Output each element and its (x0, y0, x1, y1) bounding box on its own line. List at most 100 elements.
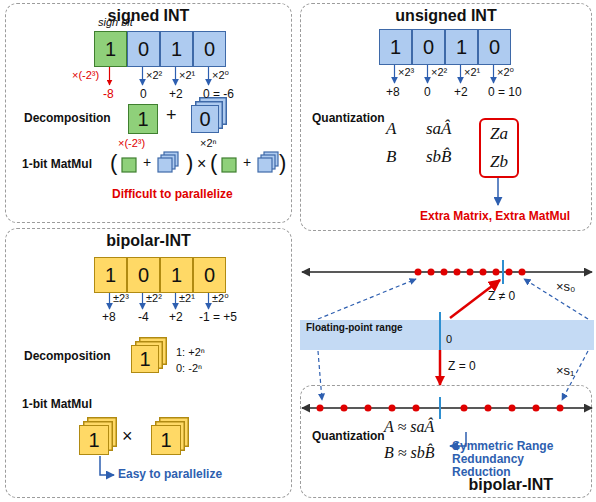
layout-shape (480, 269, 487, 276)
step-label: 1-bit MatMul (22, 398, 92, 411)
weight-label: ±2³ (113, 292, 129, 304)
weight-label: ×2² (431, 66, 447, 78)
value-label: -1 = +5 (199, 311, 237, 324)
weight-label: ×2² (146, 69, 162, 81)
layout-shape (208, 67, 209, 85)
bipolar-bit-cell: 0 (193, 257, 226, 293)
bit-cell: 0 (127, 31, 160, 67)
number-line-bottom (302, 397, 592, 419)
value-label: +8 (386, 86, 400, 99)
node-text: 1 (171, 264, 182, 287)
bit-cell: 0 (478, 29, 511, 65)
stacked-bit: 1 (131, 345, 159, 373)
node-text: 1 (171, 38, 182, 61)
layout-shape (317, 405, 324, 412)
edge-label: Z = 0 (448, 360, 476, 373)
formula: sbB̂ (426, 148, 452, 167)
layout-shape (318, 351, 322, 400)
value-label: 0 = 10 (488, 86, 522, 99)
stacked-bit: 0 (191, 105, 219, 133)
node-text: 0 (199, 108, 210, 131)
zero-point-box: ZaZb (479, 118, 519, 178)
node-text: 0 (489, 36, 500, 59)
node-text: 1 (456, 36, 467, 59)
node-text: 0 (138, 38, 149, 61)
operator: × (197, 155, 206, 173)
operator: + (143, 155, 151, 170)
weight-label: ×2⁰ (212, 69, 229, 81)
layout-shape (142, 293, 143, 309)
layout-shape (509, 405, 516, 412)
layout-shape (109, 293, 110, 309)
layout-shape (493, 65, 494, 83)
layout-shape (161, 155, 175, 169)
weight-label: ×2³ (398, 66, 414, 78)
operator: + (243, 155, 251, 170)
step-label: Decomposition (24, 350, 111, 363)
stacked-bit: 1 (79, 425, 109, 455)
layout-shape (502, 260, 504, 284)
stacked-bit: 1 (151, 425, 181, 455)
weight-label: ×(-2³) (118, 137, 145, 149)
note: Difficult to parallelize (112, 188, 233, 201)
step-label: Quantization (312, 430, 385, 443)
layout-shape (261, 155, 275, 169)
formula: A (386, 120, 396, 139)
node-text: 1 (139, 348, 150, 371)
layout-shape (428, 269, 435, 276)
pointer-arrow (100, 456, 114, 475)
node-text: 1 (88, 429, 99, 452)
annotation: sign bit (98, 16, 133, 28)
layout-shape (557, 405, 564, 412)
value-label: +2 (169, 88, 183, 101)
node-text: 0 (423, 36, 434, 59)
rule-label: 0: -2ⁿ (176, 362, 202, 374)
pointer-arrow (497, 177, 499, 205)
bit-cell: 1 (160, 31, 193, 67)
node-text: Floating-point range (306, 322, 403, 333)
panel-heading: unsigned INT (301, 7, 591, 25)
node-text: 0 (138, 264, 149, 287)
bipolar-bit-cell: 1 (94, 257, 127, 293)
weight-label: ×(-2³) (72, 69, 99, 81)
bracket: ( (110, 151, 117, 175)
layout-shape (158, 158, 172, 172)
layout-shape (142, 67, 143, 85)
formula: A ≈ saÂ (384, 418, 434, 436)
note: Symmetric Range Redundancy Reduction (452, 440, 582, 480)
note: Easy to parallelize (118, 468, 222, 481)
layout-shape (341, 405, 348, 412)
formula: B ≈ sbB̂ (384, 444, 435, 462)
node-text: 0 (204, 264, 215, 287)
layout-shape (302, 271, 592, 273)
layout-shape (175, 67, 176, 85)
node-text: Za (490, 124, 508, 144)
weight-label: ±2² (146, 292, 162, 304)
step-label: 1-bit MatMul (22, 158, 92, 171)
layout-shape (506, 269, 513, 276)
value-label: -4 (138, 311, 149, 324)
layout-shape (461, 405, 468, 412)
sign-bit-cell: 1 (94, 31, 127, 67)
note: Extra Matrix, Extra MatMul (420, 210, 570, 223)
layout-shape (394, 65, 395, 83)
node-text: 1 (105, 38, 116, 61)
layout-shape (533, 405, 540, 412)
bracket: ( (210, 151, 217, 175)
value-label: 0 (140, 88, 147, 101)
step-label: Decomposition (24, 112, 111, 125)
operator: + (166, 106, 177, 126)
layout-shape (365, 405, 372, 412)
bipolar-bit-cell: 0 (127, 257, 160, 293)
layout-shape (264, 152, 278, 166)
offset-label: Z ≠ 0 (488, 290, 515, 303)
formula: saÂ (426, 120, 452, 139)
bracket: ) (186, 151, 193, 175)
layout-shape (467, 269, 474, 276)
layout-shape (175, 293, 176, 309)
number-line-top (302, 260, 592, 284)
scale-label: ×s₁ (556, 364, 574, 378)
operator: × (122, 427, 133, 447)
layout-shape (524, 279, 588, 319)
